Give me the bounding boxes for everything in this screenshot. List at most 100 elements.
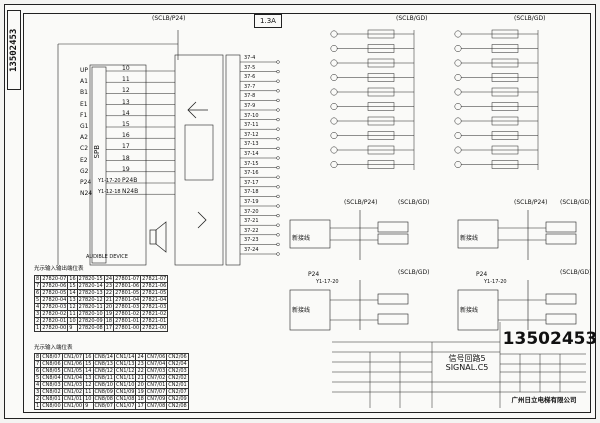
board-table-cell: 18 — [103, 317, 115, 325]
cn-table-cell: CN8/04 — [40, 374, 63, 382]
spb-pin-number: 17 — [122, 143, 130, 151]
board-table-cell: 27820-00 — [40, 324, 69, 332]
cn-table-cell: CN8/02 — [40, 388, 63, 396]
spb-pin-number: 12 — [122, 87, 130, 95]
spb-pin-name: A2 — [80, 134, 88, 142]
cn-table-cell: 21 — [135, 374, 146, 382]
board-table-cell: 10 — [67, 317, 78, 325]
spb-pin-number: 10 — [122, 65, 130, 72]
cn-table-title: 光示输入端位表 — [34, 345, 73, 351]
spb-pin-number: 15 — [122, 121, 130, 128]
sclb-gd-low-left: (SCLB/GD) — [398, 269, 430, 276]
cn-table-cell: CN8/09 — [92, 388, 115, 396]
new-signal-label-4: 新接线 — [460, 307, 479, 314]
cn-table-cell: 12 — [83, 381, 94, 389]
cn-table-cell: CN7/03 — [144, 367, 168, 375]
p24-right-label: P24 — [476, 271, 488, 278]
cn-table-cell: CN8/03 — [40, 381, 63, 389]
cn-table-cell: CN8/10 — [92, 381, 115, 389]
drawing-frame — [23, 13, 591, 413]
wire-number: 37-9 — [244, 103, 256, 109]
wire-number: 37-20 — [244, 208, 259, 215]
cn-table-cell: CN7/06 — [144, 353, 168, 361]
sclb-gd-top-left-label: (SCLB/GD) — [396, 15, 428, 22]
wire-number: 37-8 — [244, 93, 256, 100]
cn-table-cell: CN1/01 — [61, 395, 85, 403]
cn-table-cell: CN2/01 — [166, 381, 189, 389]
spb-pin-name: C2 — [80, 145, 89, 153]
spb-pin-number: 16 — [122, 132, 130, 140]
cn-table-cell: CN1/03 — [61, 381, 85, 389]
cn-table-cell: CN8/06 — [40, 360, 63, 368]
sclb-p24-mid-left: (SCLB/P24) — [344, 199, 378, 206]
board-table-cell: 1 — [33, 324, 42, 332]
board-table-cell: 9 — [67, 324, 78, 332]
wire-number: 37-22 — [244, 227, 259, 234]
spb-pin-number: P24B — [122, 177, 138, 184]
spb-pin-number: 18 — [122, 154, 130, 162]
fuse-rating-box: 1.3A — [254, 14, 282, 28]
cn-table-cell: 19 — [135, 388, 146, 396]
spb-pin-number: 13 — [122, 98, 130, 106]
board-table-cell: 27801-01 — [113, 317, 142, 325]
new-signal-label-1: 新接线 — [292, 235, 311, 242]
board-table-cell: 27820-02 — [40, 310, 69, 318]
board-table-cell: 27801-04 — [113, 296, 142, 304]
board-table-cell: 21 — [103, 296, 115, 304]
cn-table-cell: CN1/07 — [113, 402, 137, 410]
spb-label: SPB — [93, 145, 101, 159]
signal-title-cn: 信号回路5 — [448, 354, 486, 363]
cn-table-cell: CN2/04 — [166, 360, 189, 368]
cn-table-cell: 22 — [135, 367, 146, 375]
cn-table-cell: CN8/00 — [40, 402, 63, 410]
wire-number: 37-12 — [244, 131, 259, 138]
cn-table-cell: CN8/07 — [40, 353, 63, 361]
new-signal-label-2: 新接线 — [460, 235, 479, 242]
cn-table-cell: CN8/14 — [92, 353, 115, 361]
sclb-gd-top-right-label: (SCLB/GD) — [514, 15, 546, 22]
sclb-gd-mid-left: (SCLB/GD) — [398, 199, 430, 206]
cn-table-cell: 1 — [33, 402, 42, 410]
cn-table-cell: 16 — [83, 353, 94, 361]
cn-table-cell: CN8/07 — [92, 402, 115, 410]
board-table-cell: 27801-05 — [113, 289, 142, 297]
wire-number: 37-21 — [244, 218, 259, 225]
board-table-cell: 27820-12 — [76, 296, 105, 304]
cn-table-cell: CN7/01 — [144, 381, 168, 389]
sclb-p24-mid-right: (SCLB/P24) — [514, 199, 548, 206]
board-table-cell: 27801-06 — [113, 282, 142, 290]
board-table-cell: 27821-07 — [140, 275, 169, 283]
cn-table-cell: CN8/01 — [40, 395, 63, 403]
board-table-cell: 27820-03 — [40, 303, 69, 311]
board-table-cell: 27821-06 — [140, 282, 169, 290]
board-table-cell: 27820-08 — [76, 324, 105, 332]
cn-table-cell: CN1/12 — [113, 367, 137, 375]
spb-pin-name: E2 — [80, 156, 88, 164]
cn-table-cell: CN2/09 — [166, 395, 189, 403]
wire-number: 37-5 — [244, 64, 256, 71]
board-table-cell: 27820-06 — [40, 282, 69, 290]
board-table-cell: 27801-00 — [113, 324, 142, 332]
cn-table-cell: CN1/06 — [61, 360, 85, 368]
cn-table-cell: CN7/04 — [144, 360, 168, 368]
wire-number: 37-7 — [244, 83, 256, 90]
board-table-cell: 27801-02 — [113, 310, 142, 318]
drawing-number: 13502453 — [502, 329, 598, 349]
board-table-cell: 27820-11 — [76, 303, 105, 311]
board-table-cell: 27820-10 — [76, 310, 105, 318]
cn-table-cell: CN1/08 — [113, 395, 137, 403]
spb-pin-name: F1 — [80, 111, 88, 119]
wire-number: 37-23 — [244, 237, 259, 244]
spb-pin-name: A1 — [80, 78, 88, 86]
cn-table-cell: 17 — [135, 402, 146, 410]
